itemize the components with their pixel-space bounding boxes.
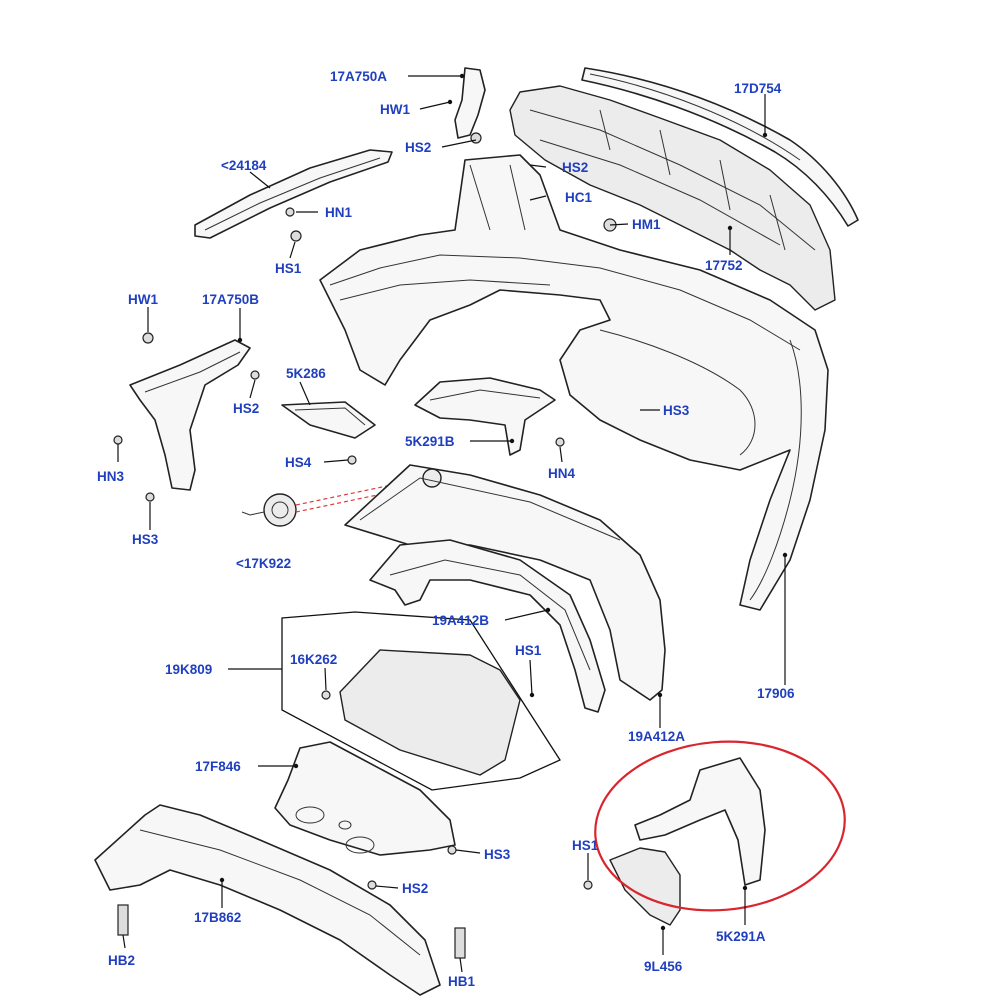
part-19K809-group xyxy=(281,611,561,791)
label-HB1: HB1 xyxy=(448,974,475,989)
label-17752: 17752 xyxy=(705,258,743,273)
label-17F846: 17F846 xyxy=(195,759,241,774)
label-HW1-left: HW1 xyxy=(128,292,158,307)
label-24184: <24184 xyxy=(221,158,267,173)
label-5K286: 5K286 xyxy=(286,366,326,381)
label-HC1: HC1 xyxy=(565,190,592,205)
label-HS2-top: HS2 xyxy=(405,140,431,155)
label-HN3: HN3 xyxy=(97,469,124,484)
label-HN4: HN4 xyxy=(548,466,575,481)
label-19A412B: 19A412B xyxy=(432,613,489,628)
label-HS3-bottom: HS3 xyxy=(484,847,511,862)
label-17D754: 17D754 xyxy=(734,81,782,96)
label-9L456: 9L456 xyxy=(644,959,683,974)
label-HS2-bottom: HS2 xyxy=(402,881,428,896)
part-5K286-bracket xyxy=(281,401,376,465)
label-HW1-top: HW1 xyxy=(380,102,410,117)
label-5K291A: 5K291A xyxy=(716,929,766,944)
label-19A412A: 19A412A xyxy=(628,729,685,744)
part-17A750B-bracket xyxy=(113,332,260,502)
highlight-ellipse xyxy=(594,740,846,912)
part-17K922-sensor xyxy=(241,477,426,527)
part-5K291A-bracket xyxy=(634,757,766,886)
part-17A750A-bracket xyxy=(454,67,486,144)
label-HS2-left: HS2 xyxy=(233,401,259,416)
part-17D754-strip xyxy=(581,67,859,227)
part-17F846-panel xyxy=(274,741,457,890)
part-9L456-bracket xyxy=(583,847,681,926)
label-17A750B: 17A750B xyxy=(202,292,259,307)
label-HS3-right: HS3 xyxy=(663,403,690,418)
part-19A412B-diffuser xyxy=(369,539,606,713)
label-17906: 17906 xyxy=(757,686,795,701)
label-HS1-top: HS1 xyxy=(275,261,302,276)
label-HN1: HN1 xyxy=(325,205,352,220)
label-HS4: HS4 xyxy=(285,455,312,470)
leader-lines xyxy=(117,73,788,973)
part-17752-absorber xyxy=(509,85,836,311)
label-HS1-bottom: HS1 xyxy=(572,838,599,853)
label-17B862: 17B862 xyxy=(194,910,241,925)
label-HS3-left: HS3 xyxy=(132,532,159,547)
label-5K291B: 5K291B xyxy=(405,434,455,449)
label-HS2-mid: HS2 xyxy=(562,160,588,175)
part-24184-bracket xyxy=(194,149,393,242)
part-19A412A-valance xyxy=(344,464,666,701)
label-17K922: <17K922 xyxy=(236,556,291,571)
callout-labels: 17A750A HW1 HS2 17D754 <24184 HS2 HC1 HN… xyxy=(97,69,795,989)
label-19K809: 19K809 xyxy=(165,662,212,677)
label-HB2: HB2 xyxy=(108,953,135,968)
label-17A750A: 17A750A xyxy=(330,69,387,84)
label-16K262: 16K262 xyxy=(290,652,337,667)
part-17B862-beam xyxy=(94,804,466,996)
label-HM1: HM1 xyxy=(632,217,661,232)
label-HS1-mid: HS1 xyxy=(515,643,542,658)
part-5K291B-bracket xyxy=(414,377,565,456)
